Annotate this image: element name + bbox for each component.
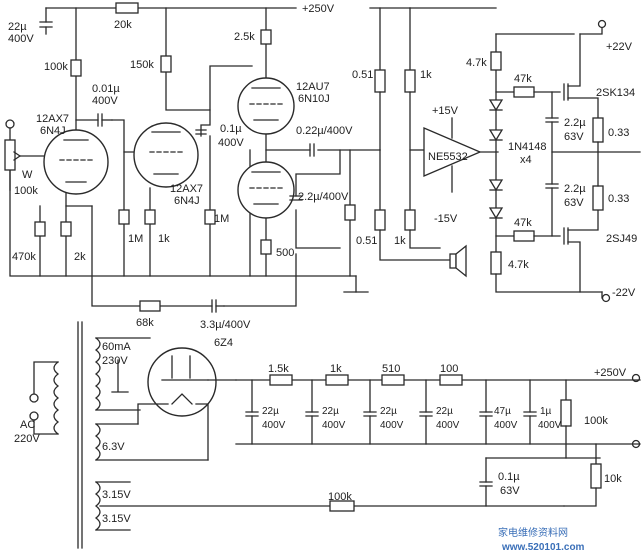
label-r-47k-r1: 47k — [514, 73, 532, 85]
label-r-500: 500 — [276, 247, 294, 259]
resistors-upper — [4, 2, 356, 312]
label-ps-c1: 22µ — [262, 406, 279, 417]
label-ps-100: 100 — [440, 363, 458, 375]
label-c-22-63-1: 2.2µ — [564, 117, 586, 129]
label-ps-c2v: 400V — [322, 420, 346, 431]
label-ps-c5: 47µ — [494, 406, 511, 417]
label-r-1k-1: 1k — [158, 233, 170, 245]
label-ac-v: 220V — [14, 433, 40, 445]
label-r-033-1: 0.33 — [608, 127, 629, 139]
label-r-470k: 470k — [12, 251, 36, 263]
label-pot-100k: 100k — [14, 185, 38, 197]
power-supply — [29, 321, 641, 549]
label-minus15: -15V — [434, 213, 458, 225]
watermark-cn: 家电维修资料网 — [498, 526, 568, 539]
label-t-315b: 3.15V — [102, 513, 131, 525]
label-diode-x: x4 — [520, 154, 532, 166]
label-v1-name: 12AX7 — [36, 113, 69, 125]
label-ps-c3: 22µ — [380, 406, 397, 417]
label-ps-63: 63V — [500, 485, 520, 497]
label-q1: 2SK134 — [596, 87, 635, 99]
label-minus22: -22V — [612, 287, 636, 299]
label-ps-c5v: 400V — [494, 420, 518, 431]
label-t-63: 6.3V — [102, 441, 125, 453]
label-r-47k-r2: 47k — [514, 217, 532, 229]
tube-v1 — [43, 129, 109, 195]
label-r-100k-1: 100k — [44, 61, 68, 73]
label-ps-c6v: 400V — [538, 420, 562, 431]
label-r-1k-bot: 1k — [394, 235, 406, 247]
label-plus22: +22V — [606, 41, 633, 53]
label-ps-510: 510 — [382, 363, 400, 375]
output-stage — [488, 19, 641, 303]
label-c-001-v: 400V — [92, 95, 118, 107]
label-ps-15k: 1.5k — [268, 363, 289, 375]
label-pot-w: W — [22, 169, 33, 181]
label-c-22-63-2v: 63V — [564, 197, 584, 209]
label-v2-name: 12AX7 — [170, 183, 203, 195]
label-ps-c4v: 400V — [436, 420, 460, 431]
capacitors-upper — [39, 21, 315, 313]
label-q2: 2SJ49 — [606, 233, 637, 245]
label-t-60ma: 60mA — [102, 341, 131, 353]
tube-v2 — [133, 122, 199, 188]
label-ps-c1v: 400V — [262, 420, 286, 431]
label-r-2k: 2k — [74, 251, 86, 263]
label-r-033-2: 0.33 — [608, 193, 629, 205]
label-opamp: NE5532 — [428, 151, 468, 163]
label-t-315a: 3.15V — [102, 489, 131, 501]
tube-v3-lower — [237, 161, 295, 219]
label-v1-alt: 6N4J — [40, 125, 66, 137]
label-ps-10k: 10k — [604, 473, 622, 485]
label-rect: 6Z4 — [214, 337, 233, 349]
label-c-001: 0.01µ — [92, 83, 120, 95]
label-diode: 1N4148 — [508, 141, 547, 153]
label-ps-c4: 22µ — [436, 406, 453, 417]
label-c-33: 3.3µ/400V — [200, 319, 251, 331]
label-ps-1k: 1k — [330, 363, 342, 375]
tube-v3-upper — [237, 77, 295, 135]
label-c-22-63-2: 2.2µ — [564, 183, 586, 195]
opamp-section — [369, 7, 499, 278]
label-r-1k-top: 1k — [420, 69, 432, 81]
label-ps-100k-h: 100k — [328, 491, 352, 503]
label-v2-alt: 6N4J — [174, 195, 200, 207]
label-r-68k: 68k — [136, 317, 154, 329]
label-ps-100k-r: 100k — [584, 415, 608, 427]
label-r-150k: 150k — [130, 59, 154, 71]
label-ps-01: 0.1µ — [498, 471, 520, 483]
label-ac: AC — [20, 419, 35, 431]
label-r-25k: 2.5k — [234, 31, 255, 43]
label-ps-c2: 22µ — [322, 406, 339, 417]
label-c-01-v: 400V — [218, 137, 244, 149]
label-v3-alt: 6N10J — [298, 93, 330, 105]
label-r-1m-2: 1M — [214, 213, 229, 225]
label-ps-c6: 1µ — [540, 406, 552, 417]
label-plus15: +15V — [432, 105, 459, 117]
label-c-22-400: 2.2µ/400V — [298, 191, 349, 203]
label-c-01: 0.1µ — [220, 123, 242, 135]
label-plus250-top: +250V — [302, 3, 335, 15]
watermark-url: www.520101.com — [501, 542, 585, 553]
label-plus250-ps: +250V — [594, 367, 627, 379]
label-r-051-bot: 0.51 — [356, 235, 377, 247]
label-c-022: 0.22µ/400V — [296, 125, 353, 137]
label-t-230: 230V — [102, 355, 128, 367]
label-r-051-top: 0.51 — [352, 69, 373, 81]
label-r-47k-top: 4.7k — [466, 57, 487, 69]
label-r-1m-1: 1M — [128, 233, 143, 245]
label-v3-name: 12AU7 — [296, 81, 330, 93]
label-r-20k: 20k — [114, 19, 132, 31]
label-r-47k-bot: 4.7k — [508, 259, 529, 271]
label-ps-c3v: 400V — [380, 420, 404, 431]
label-c-22-63-1v: 63V — [564, 131, 584, 143]
